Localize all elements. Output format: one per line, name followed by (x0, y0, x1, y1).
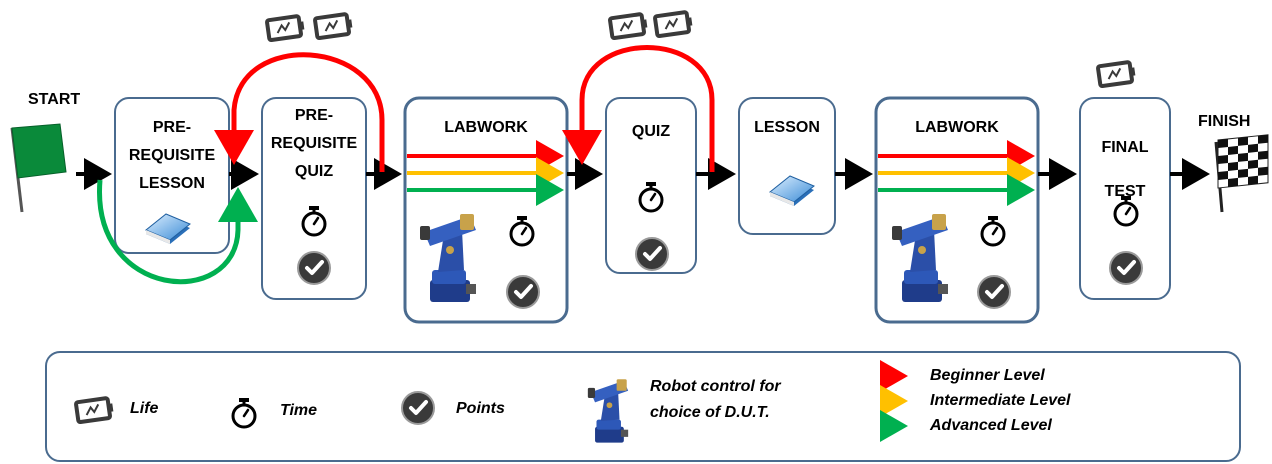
red-loop-arrow-quiz (562, 45, 715, 172)
legend-time-label: Time (280, 402, 318, 419)
stage-title-quiz: QUIZ (631, 123, 671, 140)
points-icon (505, 274, 541, 310)
stage-title-final-test: FINAL TEST (1101, 139, 1149, 200)
legend-robot-label: Robot control for choice of D.U.T. (650, 378, 781, 421)
stage-box-pre-quiz (261, 97, 367, 300)
level-arrows-labwork-1 (407, 140, 564, 206)
stage-title-labwork-1: LABWORK (444, 119, 528, 136)
legend-box (45, 351, 1241, 462)
legend-intermediate-label: Intermediate Level (930, 392, 1071, 409)
life-icon (607, 11, 651, 41)
level-arrows-labwork-2 (878, 140, 1035, 206)
stage-title-lesson: LESSON (754, 119, 820, 136)
legend-life-icon (73, 395, 117, 425)
red-loop-arrow-pre-quiz (214, 52, 385, 172)
life-icon (1095, 59, 1139, 89)
life-icon (264, 13, 308, 43)
legend-advanced-label: Advanced Level (930, 417, 1052, 434)
green-skip-arrow (97, 179, 258, 285)
points-icon (976, 274, 1012, 310)
finish-flag-icon (1214, 134, 1269, 213)
finish-label: FINISH (1198, 113, 1251, 130)
points-icon (296, 250, 332, 286)
points-icon (1108, 250, 1144, 286)
start-label: START (28, 91, 81, 108)
legend-beginner-label: Beginner Level (930, 367, 1045, 384)
legend-life-label: Life (130, 400, 159, 417)
legend-points-icon (400, 390, 436, 426)
stage-title-pre-lesson: PRE- REQUISITE LESSON (128, 119, 216, 192)
life-icon (652, 9, 696, 39)
legend-points-label: Points (456, 400, 505, 417)
stage-title-pre-quiz: PRE- REQUISITE QUIZ (270, 107, 358, 180)
start-flag-icon (10, 123, 67, 213)
stage-box-lesson (738, 97, 836, 235)
life-icon (312, 11, 356, 41)
stage-title-labwork-2: LABWORK (915, 119, 999, 136)
points-icon (634, 236, 670, 272)
legend-level-arrows (880, 360, 908, 442)
